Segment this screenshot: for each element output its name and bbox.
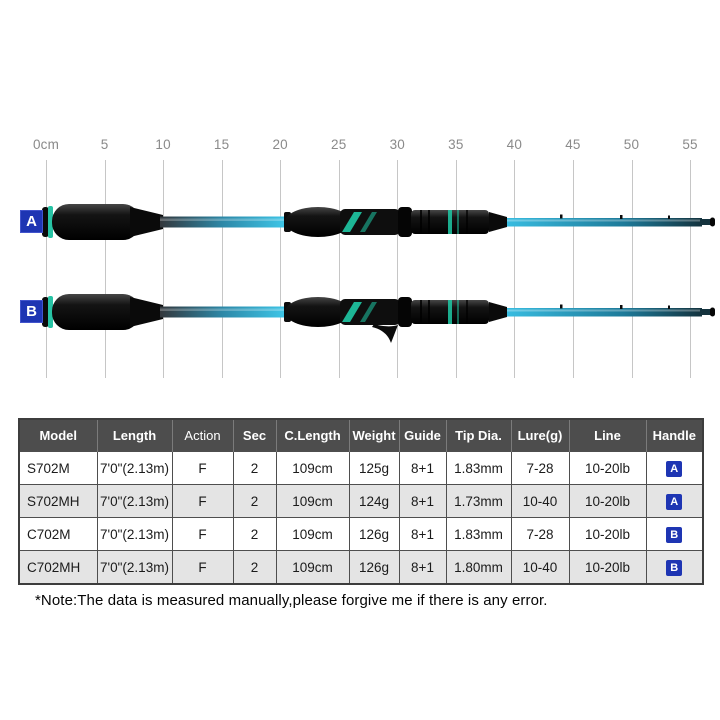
cell-line: 10-20lb (568, 484, 647, 518)
cell-tip_dia: 1.83mm (445, 451, 512, 485)
ruler-tick (397, 160, 399, 378)
ruler-label-35: 35 (448, 137, 464, 152)
cell-action: F (171, 451, 234, 485)
ruler-tick (572, 160, 574, 378)
cell-length: 7'0"(2.13m) (96, 550, 173, 585)
cell-handle: A (645, 484, 704, 518)
ruler-label-45: 45 (565, 137, 581, 152)
ruler-tick (514, 160, 516, 378)
cell-weight: 125g (348, 451, 400, 485)
cell-model: S702MH (18, 484, 98, 518)
ruler-tick (690, 160, 692, 378)
ruler-tick (221, 160, 223, 378)
rod-a-spinning-rod-image (42, 204, 715, 240)
cell-line: 10-20lb (568, 550, 647, 585)
ruler-tick (338, 160, 340, 378)
cell-c_length: 109cm (275, 484, 350, 518)
cell-weight: 126g (348, 550, 400, 585)
col-header-model: Model (19, 419, 98, 452)
ruler-label-25: 25 (331, 137, 347, 152)
ruler-label-50: 50 (623, 137, 640, 152)
handle-badge-A: A (666, 493, 683, 510)
ruler-label-15: 15 (213, 137, 230, 152)
col-header-action: Action (172, 419, 234, 452)
rod-a-label-badge: A (20, 210, 43, 233)
ruler-label-30: 30 (389, 137, 406, 152)
col-header-tip_dia: Tip Dia. (446, 419, 512, 452)
cell-handle: A (645, 451, 704, 485)
ruler-tick (163, 160, 165, 378)
cell-line: 10-20lb (568, 517, 647, 551)
cell-c_length: 109cm (275, 517, 350, 551)
ruler-tick (631, 160, 633, 378)
cell-length: 7'0"(2.13m) (96, 517, 173, 551)
col-header-line: Line (569, 419, 647, 452)
cell-action: F (171, 484, 234, 518)
handle-badge-B: B (666, 559, 683, 576)
cell-action: F (171, 550, 234, 585)
handle-badge-A: A (666, 460, 683, 477)
cell-lure_g: 10-40 (510, 484, 570, 518)
ruler-tick (46, 160, 47, 378)
cell-weight: 124g (348, 484, 400, 518)
cell-sec: 2 (232, 550, 277, 585)
cell-lure_g: 10-40 (510, 550, 570, 585)
col-header-guide: Guide (399, 419, 447, 452)
col-header-handle: Handle (646, 419, 703, 452)
col-header-c_length: C.Length (276, 419, 350, 452)
cell-weight: 126g (348, 517, 400, 551)
cell-lure_g: 7-28 (510, 517, 570, 551)
ruler-tick (455, 160, 457, 378)
cell-guide: 8+1 (398, 451, 447, 485)
cell-c_length: 109cm (275, 451, 350, 485)
handle-badge-B: B (666, 526, 683, 543)
ruler-label-10: 10 (155, 137, 171, 152)
cell-tip_dia: 1.83mm (445, 517, 512, 551)
col-header-length: Length (97, 419, 173, 452)
cell-sec: 2 (232, 451, 277, 485)
cell-handle: B (645, 517, 704, 551)
cell-line: 10-20lb (568, 451, 647, 485)
disclaimer-note: *Note:The data is measured manually,plea… (35, 592, 548, 609)
cell-model: C702MH (18, 550, 98, 585)
cell-model: C702M (18, 517, 98, 551)
cell-action: F (171, 517, 234, 551)
cell-guide: 8+1 (398, 484, 447, 518)
cell-c_length: 109cm (275, 550, 350, 585)
ruler-label-0cm: 0cm (32, 137, 60, 152)
cell-guide: 8+1 (398, 517, 447, 551)
ruler-label-55: 55 (682, 137, 698, 152)
cell-sec: 2 (232, 484, 277, 518)
cell-model: S702M (18, 451, 98, 485)
ruler-tick (104, 160, 106, 378)
cell-tip_dia: 1.73mm (445, 484, 512, 518)
ruler-tick (280, 160, 282, 378)
cell-tip_dia: 1.80mm (445, 550, 512, 585)
rod-b-casting-rod-image (42, 294, 715, 343)
cell-handle: B (645, 550, 704, 585)
col-header-sec: Sec (233, 419, 277, 452)
cell-guide: 8+1 (398, 550, 447, 585)
ruler-label-20: 20 (272, 137, 288, 152)
ruler-label-40: 40 (506, 137, 523, 152)
cell-sec: 2 (232, 517, 277, 551)
col-header-weight: Weight (349, 419, 400, 452)
cell-length: 7'0"(2.13m) (96, 484, 173, 518)
cell-lure_g: 7-28 (510, 451, 570, 485)
rod-b-label-badge: B (20, 300, 43, 323)
ruler-label-5: 5 (100, 137, 109, 152)
col-header-lure_g: Lure(g) (511, 419, 570, 452)
cell-length: 7'0"(2.13m) (96, 451, 173, 485)
